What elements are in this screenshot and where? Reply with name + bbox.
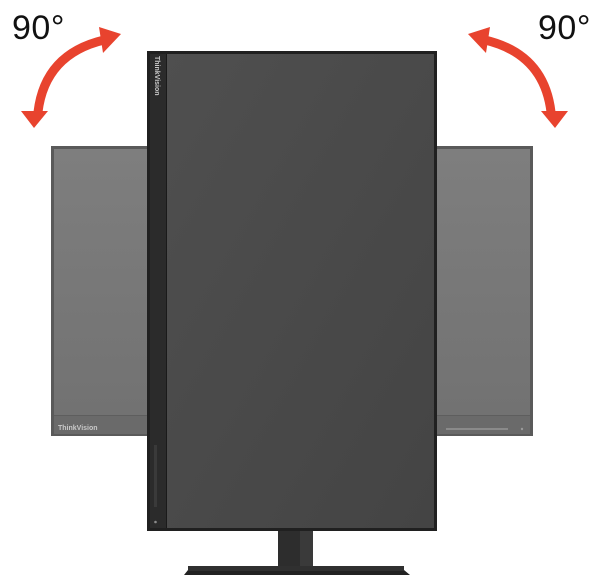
landscape-brand-logo: ThinkVision [58,425,98,432]
stand-base [184,570,410,575]
portrait-power-led [154,520,157,524]
portrait-monitor-chin [150,54,166,528]
portrait-monitor-screen [166,54,434,528]
rotation-angle-right-label: 90° [538,9,589,47]
portrait-brand-logo: ThinkVision [153,56,160,96]
curved-arrow-icon-right [468,27,568,128]
portrait-monitor: ThinkVision [147,51,437,531]
curved-arrow-icon-left [21,27,121,128]
landscape-power-led [520,427,524,431]
rotation-angle-left-label: 90° [12,9,65,47]
monitor-stand [184,528,410,575]
portrait-control-strip [154,445,157,507]
landscape-control-strip [446,428,508,430]
